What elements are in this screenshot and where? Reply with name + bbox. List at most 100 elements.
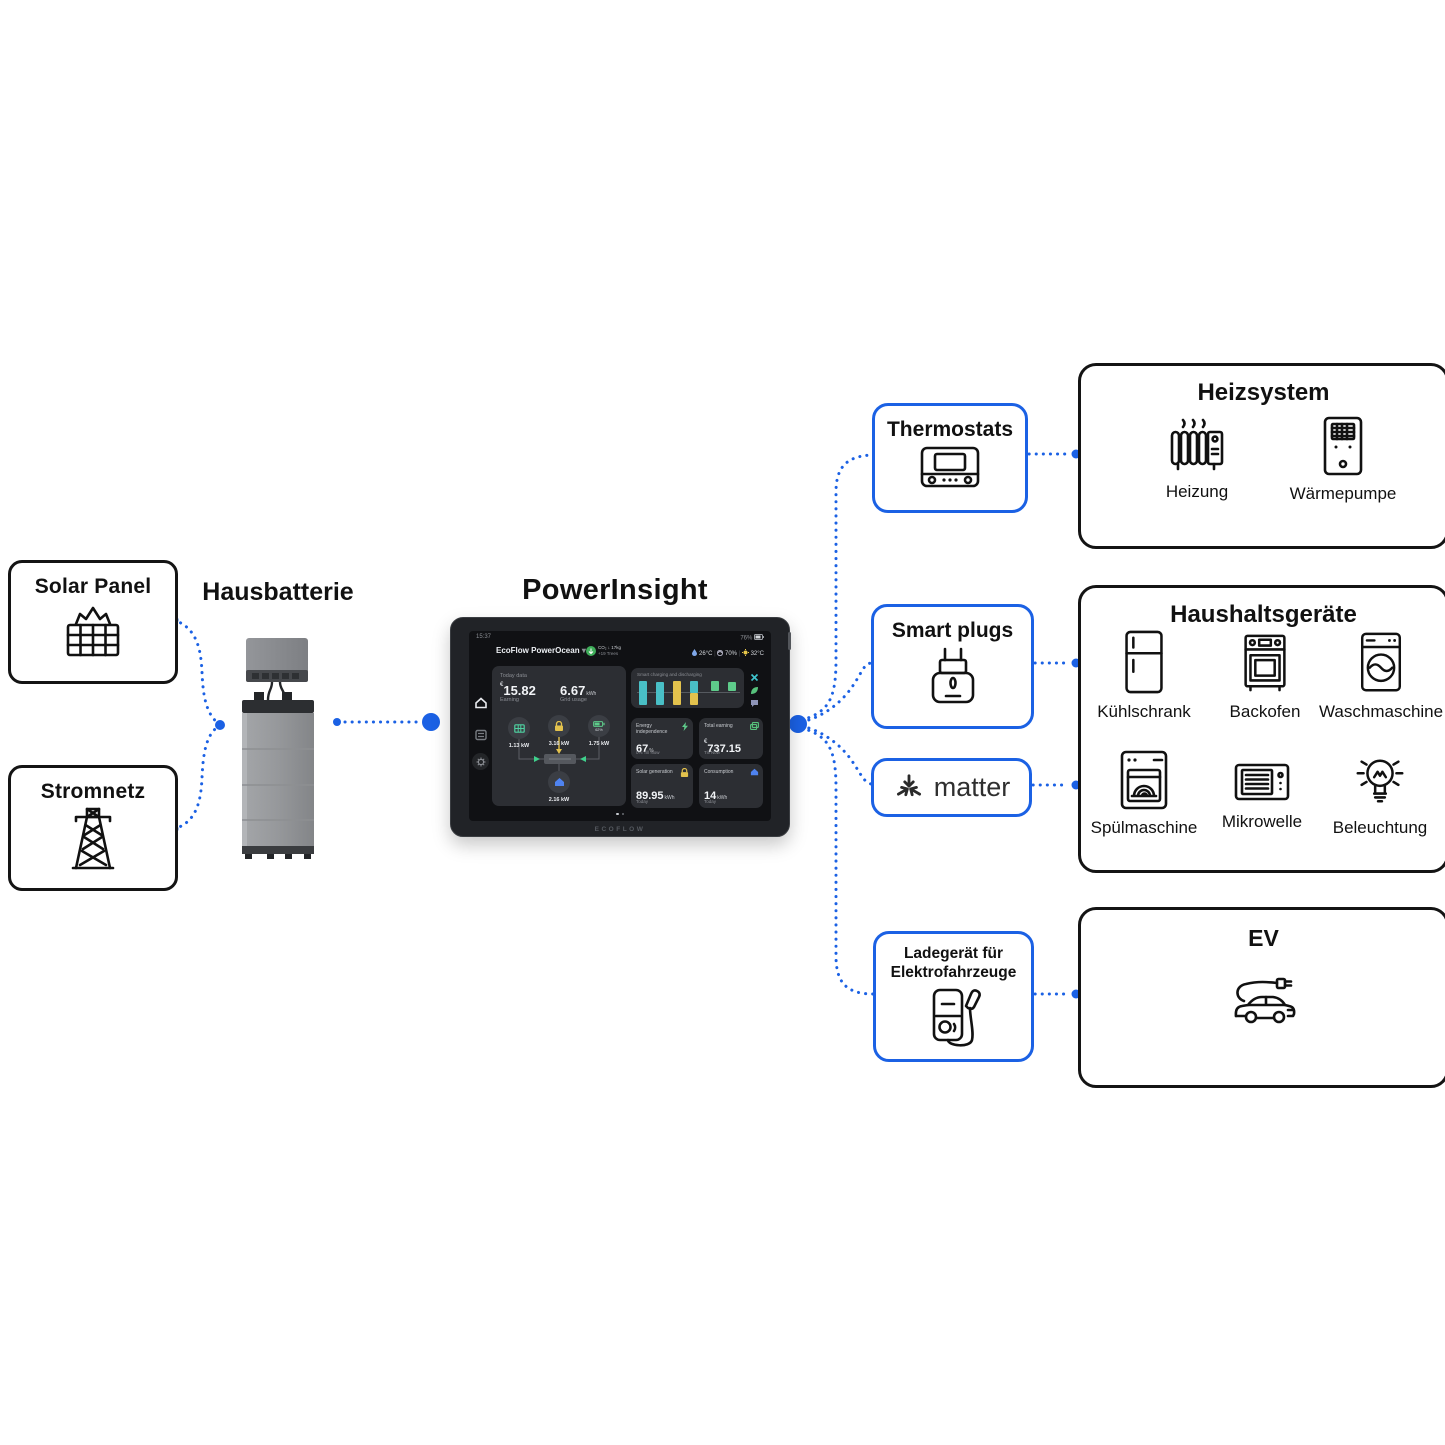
ecoflow-logo: ECOFLOW [594,826,646,833]
grid-power-value: 1.75 kW [588,741,610,747]
oven-icon [1244,634,1286,692]
power-grid-icon [71,807,115,870]
home-icon [750,768,759,776]
spuelmaschine-item: Spülmaschine [1082,750,1206,838]
co2-leaf-icon [586,646,596,656]
heizsystem-box: Heizsystem [1078,363,1445,549]
ev-charger-box: Ladegerät für Elektrofahrzeuge [873,931,1034,1062]
status-battery: 76% [740,634,764,642]
solar-panel-label: Solar Panel [34,575,152,598]
ev-charger-icon [932,988,981,1047]
chevron-down-icon: ▾ [581,646,586,655]
connector-grid-to-battery [172,724,221,831]
status-time: 15:37 [476,634,492,640]
fridge-icon [1125,630,1163,694]
ev-title: EV [1248,925,1279,951]
battery-icon [754,634,764,640]
nav-home-icon[interactable] [475,697,487,709]
thermostats-box: Thermostats [872,403,1028,513]
washing-machine-icon [1360,632,1402,692]
savings-icon [750,722,759,730]
stromnetz-box: Stromnetz [8,765,178,891]
hausbatterie-heading: Hausbatterie [202,578,354,606]
backofen-item: Backofen [1203,632,1327,722]
grid-usage-label: Grid usage [560,697,587,703]
smart-plugs-label: Smart plugs [891,619,1014,642]
chart-title: Smart charging and discharging [637,672,702,677]
nav-devices-icon[interactable] [475,729,487,741]
haushaltsgeraete-title: Haushaltsgeräte [1170,601,1357,628]
smart-charging-card[interactable]: Smart charging and discharging [631,668,744,708]
smart-charging-bars [637,679,740,709]
kuehlschrank-item: Kühlschrank [1082,630,1206,722]
battery-soc-text: 62% [595,727,603,732]
matter-label: matter [933,772,1011,802]
bolt-icon [682,722,688,731]
today-card-title: Today data [500,673,527,679]
beleuchtung-item: Beleuchtung [1318,752,1442,838]
dishwasher-icon [1120,750,1168,810]
leaf-icon[interactable] [750,686,759,695]
chat-icon[interactable] [750,699,759,708]
grid-usage-value: 6.67kWh [560,683,597,698]
battery-flow-node [548,715,570,737]
water-drop-icon [692,649,698,656]
ev-box: EV [1078,907,1445,1088]
site-dropdown[interactable]: EcoFlow PowerOcean ▾ [496,646,586,655]
waschmaschine-item: Waschmaschine [1319,632,1443,722]
solar-panel-icon [66,606,120,657]
earning-value: €15.82 [500,682,536,698]
microwave-icon [1234,763,1290,801]
lock-icon [680,768,689,778]
mikrowelle-item: Mikrowelle [1200,760,1324,832]
quick-actions [750,673,759,708]
close-icon[interactable] [750,673,759,682]
connector-tablet-to-evcharger [800,726,875,996]
heizsystem-title: Heizsystem [1197,379,1330,406]
matter-logo-icon [896,773,921,796]
energy-independence-card[interactable]: Energy independence 67% 0% Till Now [631,718,693,759]
ev-charger-label: Ladegerät für Elektrofahrzeuge [890,945,1017,981]
consumption-card[interactable]: Consumption 14kWh Today [699,764,763,808]
connector-tablet-to-smartplugs [800,661,873,724]
solar-generation-card[interactable]: Solar generation 89.95kWh Today [631,764,693,808]
solar-mini-icon [513,723,525,733]
light-bulb-icon [1356,759,1404,803]
humidity-icon [717,649,724,656]
co2-badge: CO₂ ↓ 17kg +19 Trees [586,645,622,657]
powerinsight-heading: PowerInsight [522,574,708,606]
total-earning-card[interactable]: Total earning €737.15 Till Now [699,718,763,759]
page-indicator[interactable] [469,812,771,815]
earning-label: Earning [500,697,519,703]
trees-text: +19 Trees [598,650,619,656]
heat-pump-icon [1323,416,1363,476]
connector-solar-to-battery [172,618,221,726]
gear-icon [476,757,485,766]
ev-car-icon [1234,977,1295,1024]
sun-icon [741,649,749,656]
weather-strip: 26°C | 70% | 32°C [692,649,764,657]
tablet-power-button [788,632,791,650]
today-data-card[interactable]: Today data €15.82 Earning 6.67kWh Grid u… [492,666,626,806]
home-battery-image [242,638,314,859]
matter-box: matter [871,758,1032,817]
tablet-screen: 15:37 76% EcoFlow PowerOcean ▾ CO₂ ↓ 17k… [469,631,771,821]
nav-settings-button[interactable] [472,753,489,770]
smart-plug-icon [931,647,974,704]
thermostats-label: Thermostats [886,418,1014,441]
thermostat-icon [920,446,980,488]
home-flow-node [548,771,570,793]
home-power-value: 2.16 kW [548,797,570,803]
battery-power-value: 3.16 kW [548,741,570,747]
lock-mini-icon [555,720,563,731]
home-mini-icon [554,778,564,786]
powerinsight-tablet: 15:37 76% EcoFlow PowerOcean ▾ CO₂ ↓ 17k… [450,617,791,837]
solar-panel-box: Solar Panel [8,560,178,684]
battery-mini-icon [593,720,605,727]
co2-text: CO₂ ↓ 17kg [598,645,622,650]
waermepumpe-item: Wärmepumpe [1281,416,1405,504]
radiator-icon [1170,418,1224,471]
battery-soc-node: 62% [588,715,610,737]
